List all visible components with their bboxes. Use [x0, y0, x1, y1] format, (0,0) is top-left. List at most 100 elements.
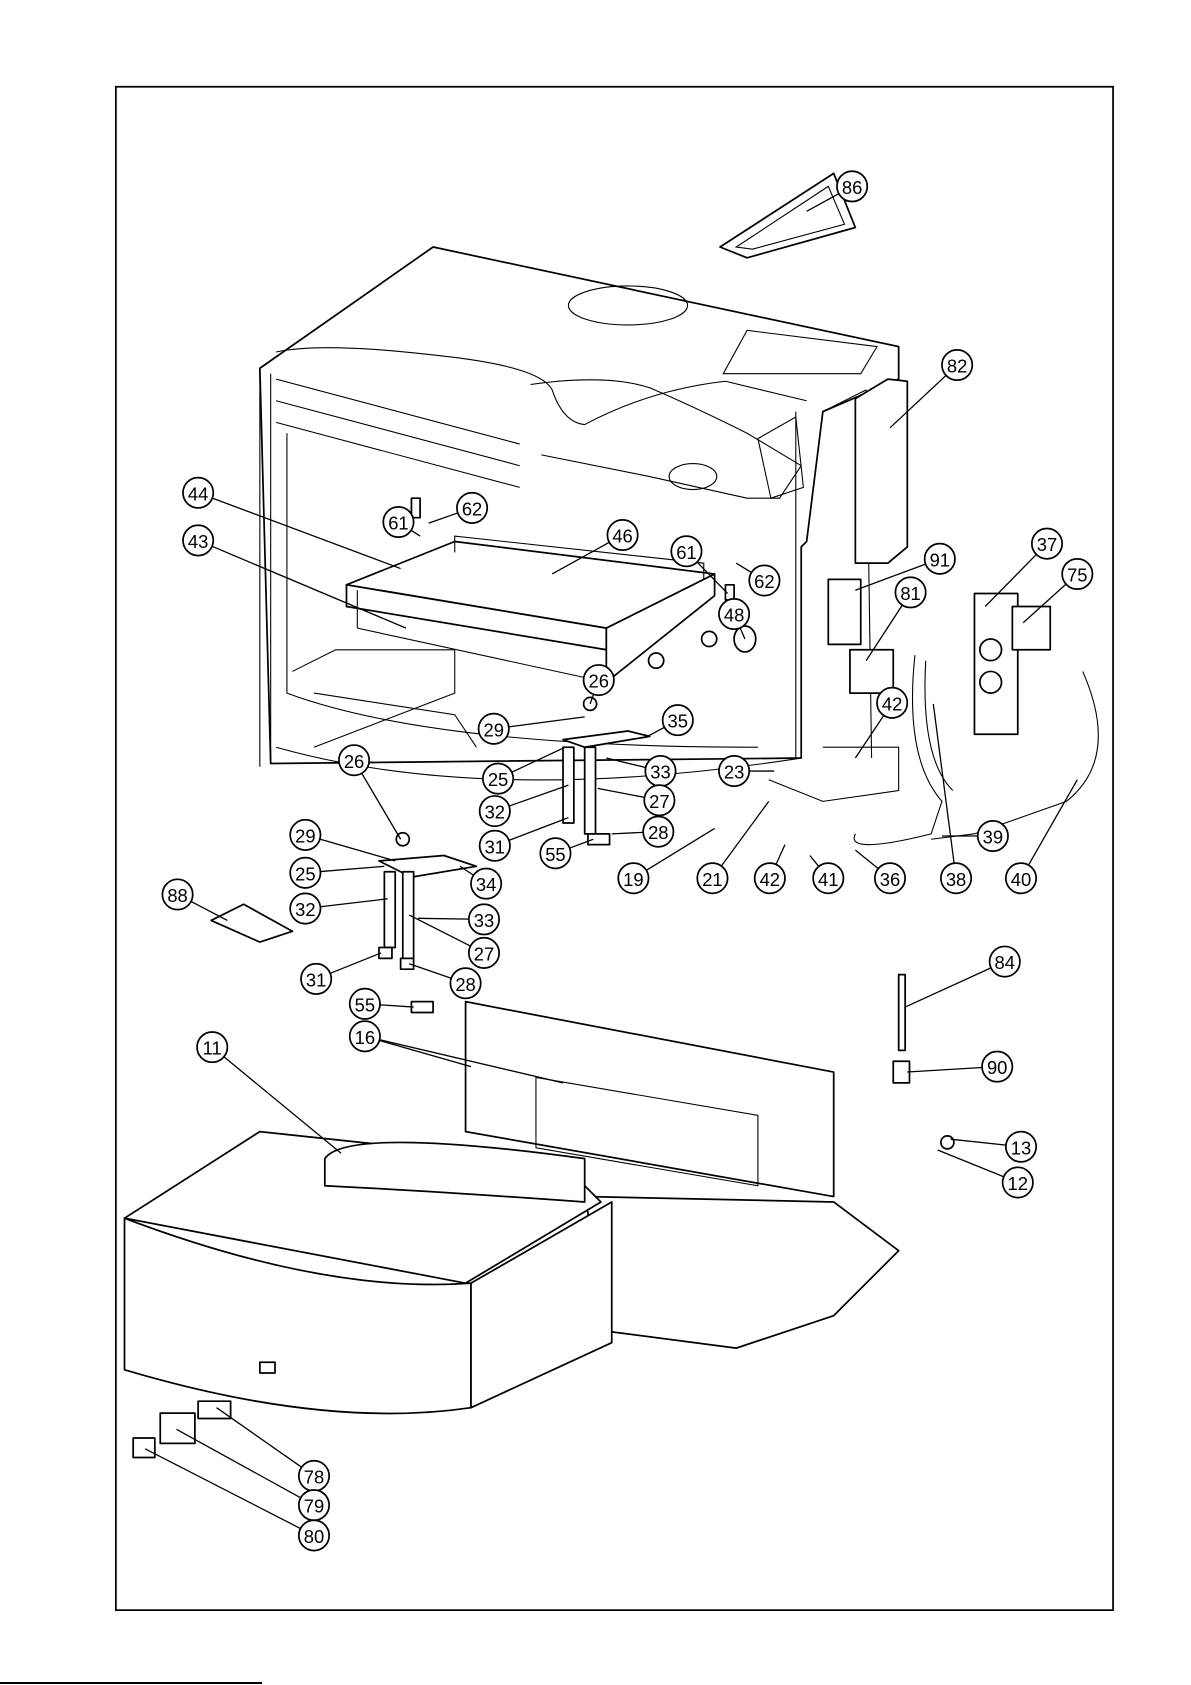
callout-number: 61: [676, 542, 696, 563]
callout-number: 23: [724, 762, 744, 783]
callout-13: 13: [951, 1132, 1037, 1162]
callout-number: 21: [702, 869, 722, 890]
callout-number: 46: [612, 526, 632, 547]
callout-number: 55: [355, 994, 375, 1015]
callout-number: 61: [388, 513, 408, 534]
leader-line: [810, 855, 819, 866]
callout-number: 78: [304, 1466, 324, 1487]
callout-number: 32: [295, 899, 315, 920]
callout-88: 88: [162, 879, 227, 920]
callout-number: 29: [483, 719, 503, 740]
gas-valve-assembly-37-75: [769, 579, 1099, 844]
leader-line: [409, 964, 451, 979]
callout-27: 27: [598, 785, 675, 815]
leader-line: [855, 850, 878, 869]
leader-line: [330, 953, 381, 973]
callout-number: 39: [983, 827, 1003, 848]
leader-line: [1029, 780, 1078, 865]
callout-number: 33: [474, 910, 494, 931]
callout-81: 81: [866, 577, 926, 660]
callout-78: 78: [217, 1408, 330, 1491]
callout-number: 62: [754, 571, 774, 592]
callout-number: 38: [946, 869, 966, 890]
leader-line: [905, 968, 991, 1007]
callout-number: 88: [167, 885, 187, 906]
callout-number: 29: [295, 826, 315, 847]
callout-28: 28: [612, 817, 674, 847]
callout-84: 84: [905, 946, 1020, 1007]
callout-37: 37: [985, 529, 1062, 607]
leader-line: [855, 715, 883, 758]
callout-number: 75: [1067, 565, 1087, 586]
page-bottom-rule: [0, 1682, 262, 1684]
callout-34: 34: [460, 866, 501, 898]
leader-line: [320, 899, 387, 907]
callout-number: 28: [455, 974, 475, 995]
callout-31: 31: [301, 953, 381, 994]
callout-number: 26: [344, 751, 364, 772]
callout-41: 41: [810, 855, 844, 893]
callout-number: 28: [648, 822, 668, 843]
callout-90: 90: [907, 1051, 1012, 1081]
leader-line: [409, 915, 470, 946]
callout-number: 81: [900, 583, 920, 604]
stove-body: [260, 247, 899, 780]
leader-line: [509, 818, 568, 841]
callout-number: 42: [760, 869, 780, 890]
callout-number: 86: [842, 177, 862, 198]
callout-number: 82: [947, 356, 967, 377]
callout-number: 27: [474, 944, 494, 965]
leader-line: [933, 704, 954, 863]
callout-number: 42: [882, 693, 902, 714]
part-82-side-panel: [855, 379, 907, 563]
leader-line: [776, 845, 785, 865]
callout-number: 26: [589, 671, 609, 692]
callout-number: 31: [485, 836, 505, 857]
leader-line: [509, 785, 568, 806]
leader-line: [320, 866, 384, 871]
leader-line: [176, 1429, 300, 1497]
leader-line: [721, 801, 768, 866]
callout-25: 25: [290, 858, 384, 888]
callout-number: 37: [1037, 534, 1057, 555]
callout-28: 28: [409, 964, 480, 999]
callout-number: 48: [724, 605, 744, 626]
callout-number: 35: [668, 711, 688, 732]
callout-38: 38: [933, 704, 971, 893]
callout-number: 43: [188, 531, 208, 552]
callout-number: 40: [1011, 869, 1031, 890]
callout-number: 41: [818, 869, 838, 890]
leader-line: [320, 839, 395, 861]
callout-number: 25: [488, 769, 508, 790]
callout-number: 32: [485, 802, 505, 823]
callout-number: 31: [306, 970, 326, 991]
callout-40: 40: [1006, 780, 1077, 894]
leader-line: [938, 1150, 1004, 1177]
callout-55: 55: [540, 838, 593, 868]
callout-number: 84: [995, 952, 1015, 973]
callout-number: 80: [304, 1526, 324, 1547]
callout-number: 36: [880, 869, 900, 890]
callout-number: 16: [355, 1027, 375, 1048]
callout-29: 29: [290, 820, 395, 861]
callout-75: 75: [1023, 559, 1092, 623]
callout-number: 62: [462, 499, 482, 520]
callout-number: 33: [650, 762, 670, 783]
leader-line: [191, 901, 227, 920]
part-86-cover-plate: [720, 173, 855, 257]
leader-line: [951, 1139, 1006, 1145]
callout-33: 33: [418, 904, 499, 934]
callout-36: 36: [855, 850, 905, 893]
callout-number: 11: [203, 1038, 222, 1059]
callout-42: 42: [755, 845, 785, 894]
leader-line: [362, 773, 401, 839]
callout-number: 27: [649, 791, 669, 812]
callout-number: 91: [930, 549, 950, 570]
callout-55: 55: [350, 989, 414, 1019]
leader-line: [907, 1068, 982, 1073]
callout-number: 90: [987, 1057, 1007, 1078]
leader-line: [379, 1040, 471, 1066]
leader-line: [418, 918, 469, 919]
callout-32: 32: [290, 893, 387, 923]
